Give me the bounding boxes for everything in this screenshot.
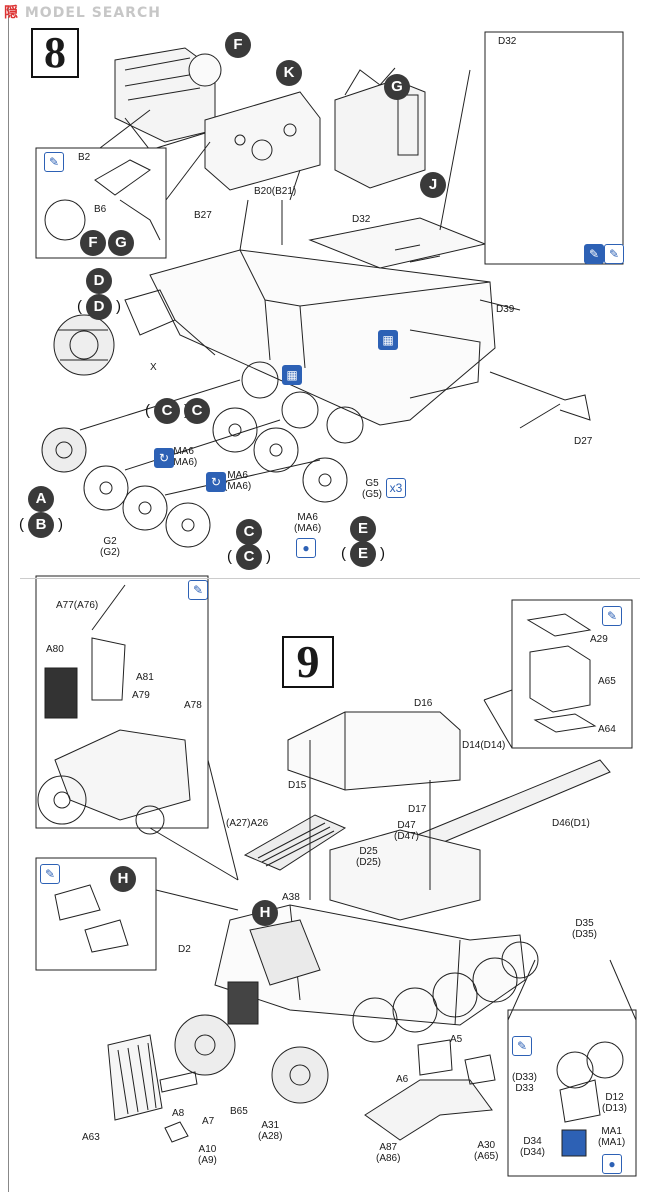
label-a87: A87 (A86)	[376, 1142, 401, 1164]
glue-icon: ✎	[512, 1036, 532, 1056]
label-a65: A65	[598, 676, 616, 687]
glue-drop-icon: ●	[296, 538, 316, 558]
label-a79: A79	[132, 690, 150, 701]
label-d15: D15	[288, 780, 307, 791]
badge-h-inset: H	[110, 866, 136, 892]
glue-icon: ✎	[602, 606, 622, 626]
badge-e: E	[350, 516, 376, 542]
label-a81: A81	[136, 672, 154, 683]
label-b6: B6	[94, 204, 107, 215]
label-a7: A7	[202, 1116, 215, 1127]
label-ma6-b: MA6 (MA6)	[224, 470, 252, 492]
label-a78: A78	[184, 700, 202, 711]
badge-g: G	[384, 74, 410, 100]
label-d34: D34 (D34)	[520, 1136, 546, 1158]
repeat-x3-icon: x3	[386, 478, 406, 498]
badge-d-paren: D	[77, 294, 121, 320]
badge-f-inset: F	[80, 230, 106, 256]
step-number-8: 8	[31, 28, 79, 78]
rotate-icon: ↻	[154, 448, 174, 468]
label-a26: (A27)A26	[226, 818, 269, 829]
label-g2: G2 (G2)	[100, 536, 120, 558]
label-d16: D16	[414, 698, 433, 709]
label-a38: A38	[282, 892, 300, 903]
glue-drop-icon: ●	[602, 1154, 622, 1174]
label-d25: D25 (D25)	[356, 846, 382, 868]
page-border	[8, 6, 650, 1192]
glue-icon: ✎	[604, 244, 624, 264]
label-a29: A29	[590, 634, 608, 645]
label-a63: A63	[82, 1132, 100, 1143]
label-d47: D47 (D47)	[394, 820, 420, 842]
label-b2: B2	[78, 152, 91, 163]
step-number-9: 9	[282, 636, 334, 688]
label-a77: A77(A76)	[56, 600, 99, 611]
watermark-text: MODEL SEARCH	[24, 5, 161, 21]
label-b27: B27	[194, 210, 212, 221]
label-a31: A31 (A28)	[258, 1120, 283, 1142]
badge-a: A	[28, 486, 54, 512]
step-divider	[20, 578, 640, 579]
watermark-glyph: 隠	[4, 5, 19, 21]
badge-c-paren: C	[145, 398, 189, 424]
label-d32: D32	[352, 214, 371, 225]
label-d12: D12 (D13)	[602, 1092, 628, 1114]
badge-h: H	[252, 900, 278, 926]
glue-icon: ✎	[584, 244, 604, 264]
label-d35: D35 (D35)	[572, 918, 598, 940]
hatch-glue-icon: ▦	[378, 330, 398, 350]
label-g5: G5 (G5)	[362, 478, 382, 500]
label-d46: D46(D1)	[552, 818, 590, 829]
label-d14: D14(D14)	[462, 740, 506, 751]
label-ma1: MA1 (MA1)	[598, 1126, 626, 1148]
label-a64: A64	[598, 724, 616, 735]
label-b20: B20(B21)	[254, 186, 297, 197]
badge-b-paren: B	[19, 512, 63, 538]
label-ma6-a: MA6 (MA6)	[170, 446, 198, 468]
badge-c: C	[184, 398, 210, 424]
watermark: 隠 MODEL SEARCH	[4, 2, 161, 22]
label-a6: A6	[396, 1074, 409, 1085]
label-a8: A8	[172, 1108, 185, 1119]
label-a10: A10 (A9)	[198, 1144, 217, 1166]
badge-j: J	[420, 172, 446, 198]
label-a5: A5	[450, 1034, 463, 1045]
label-d33: (D33) D33	[512, 1072, 538, 1094]
badge-c-lower: C	[236, 519, 262, 545]
badge-g-inset: G	[108, 230, 134, 256]
glue-icon: ✎	[44, 152, 64, 172]
label-d27: D27	[574, 436, 593, 447]
label-ma6-c: MA6 (MA6)	[294, 512, 322, 534]
label-x: X	[150, 362, 157, 373]
label-d2: D2	[178, 944, 191, 955]
hatch-glue-icon: ▦	[282, 365, 302, 385]
badge-d: D	[86, 268, 112, 294]
label-a80: A80	[46, 644, 64, 655]
rotate-icon: ↻	[206, 472, 226, 492]
badge-e-paren: E	[341, 541, 385, 567]
badge-f: F	[225, 32, 251, 58]
label-a30: A30 (A65)	[474, 1140, 499, 1162]
glue-icon: ✎	[188, 580, 208, 600]
badge-c-lower-paren: C	[227, 544, 271, 570]
glue-icon: ✎	[40, 864, 60, 884]
label-b65: B65	[230, 1106, 248, 1117]
badge-k: K	[276, 60, 302, 86]
label-d17: D17	[408, 804, 427, 815]
label-d32-inset: D32	[498, 36, 517, 47]
label-d39: D39	[496, 304, 515, 315]
